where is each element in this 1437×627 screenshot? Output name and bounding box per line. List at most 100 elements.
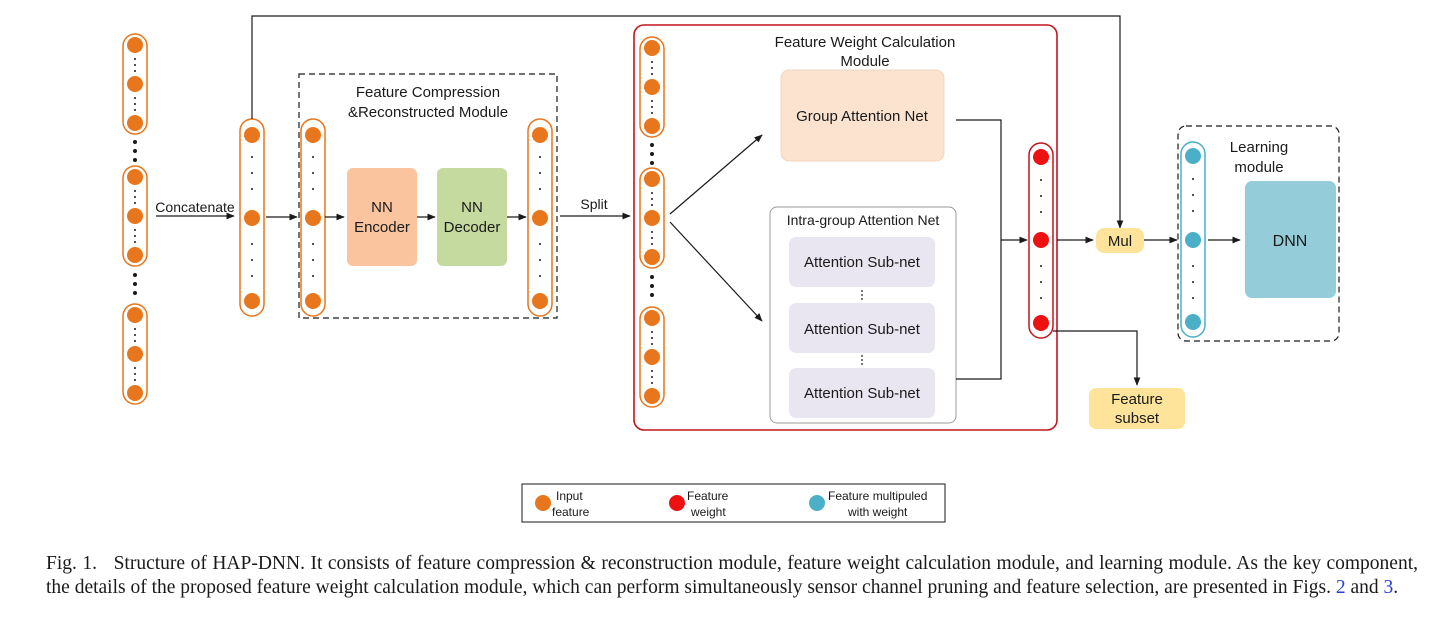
attention-subnet-3: [789, 368, 935, 418]
feature-subset-block: [1089, 388, 1185, 429]
group-attention-to-weights: [956, 119, 1028, 244]
feature-weight-calculation-module: Feature Weight Calculation Module: [633, 24, 1058, 431]
input-group-2: [122, 165, 148, 267]
legend-input-feature-line1: Input: [556, 489, 583, 503]
compression-title-line2: &Reconstructed Module: [348, 104, 508, 121]
input-feature-node: [127, 208, 143, 224]
input-feature-node: [644, 40, 660, 56]
legend-feature-weight-swatch: [669, 495, 685, 511]
subnet-ellipsis: [861, 290, 863, 300]
subnet-ellipsis: [861, 355, 863, 365]
group-attention-net-block: [780, 69, 945, 162]
weighted-feature-node: [1185, 314, 1201, 330]
input-feature-node: [644, 79, 660, 95]
intra-group-attention-title: Intra-group Attention Net: [787, 212, 940, 228]
nn-encoder-block: [347, 168, 417, 266]
bypass-connection: [251, 15, 1124, 229]
legend-input-feature-swatch: [535, 495, 551, 511]
weights-to-feature-subset: [1053, 330, 1141, 386]
legend-multiplied-line1: Feature multipuled: [828, 489, 927, 503]
input-feature-node: [127, 169, 143, 185]
dnn-label: DNN: [1273, 233, 1308, 250]
input-group-1: [122, 33, 148, 135]
input-feature-node: [644, 310, 660, 326]
input-feature-node: [644, 210, 660, 226]
caption-lead: Fig. 1.: [46, 553, 98, 574]
feature-weight-node: [1033, 149, 1049, 165]
input-feature-node: [305, 293, 321, 309]
caption-fig-ref-2[interactable]: 2: [1335, 577, 1346, 598]
weighted-feature-node: [1185, 232, 1201, 248]
input-feature-node: [532, 210, 548, 226]
feature-subset-label-line2: subset: [1115, 410, 1160, 427]
learning-module: Learning module DNN: [1177, 125, 1340, 342]
input-feature-node: [644, 349, 660, 365]
weight-module-title-line2: Module: [840, 53, 889, 70]
legend: Input feature Feature weight Feature mul…: [521, 483, 946, 523]
compression-title-line1: Feature Compression: [356, 84, 500, 101]
input-feature-groups: [122, 33, 148, 405]
legend-multiplied-line2: with weight: [847, 505, 908, 519]
weighted-feature-node: [1185, 148, 1201, 164]
feature-weight-node: [1033, 315, 1049, 331]
legend-feature-weight-line1: Feature: [687, 489, 729, 503]
feature-subset-label-line1: Feature: [1111, 391, 1163, 408]
input-feature-node: [127, 37, 143, 53]
arrow-to-intra-group-attention: [669, 221, 763, 322]
input-feature-node: [532, 127, 548, 143]
intra-group-to-weights: [956, 240, 1002, 380]
input-feature-node: [644, 171, 660, 187]
input-feature-node: [244, 210, 260, 226]
input-feature-node: [127, 115, 143, 131]
input-feature-node: [127, 247, 143, 263]
input-feature-node: [244, 127, 260, 143]
caption-text: Structure of HAP-DNN. It consists of fea…: [46, 553, 1419, 598]
small-dots: [134, 190, 136, 243]
input-feature-node: [127, 346, 143, 362]
mul-label: Mul: [1108, 233, 1132, 250]
group-ellipsis: [133, 140, 137, 162]
caption-end: .: [1393, 577, 1399, 598]
small-dots: [134, 58, 136, 111]
legend-input-feature-line2: feature: [552, 505, 590, 519]
attention-subnet-2: [789, 303, 935, 353]
nn-decoder-block: [437, 168, 507, 266]
input-feature-node: [644, 388, 660, 404]
nn-decoder-label-line2: Decoder: [444, 219, 501, 236]
input-feature-node: [244, 293, 260, 309]
small-dots: [134, 328, 136, 381]
input-feature-node: [127, 76, 143, 92]
input-feature-node: [305, 210, 321, 226]
weighted-feature-column: [1180, 141, 1206, 338]
group-ellipsis: [133, 273, 137, 295]
legend-multiplied-swatch: [809, 495, 825, 511]
nn-decoder-label-line1: NN: [461, 199, 483, 216]
feature-compression-module: Feature Compression &Reconstructed Modul…: [298, 73, 558, 319]
legend-feature-weight-line2: weight: [690, 505, 726, 519]
input-feature-node: [127, 307, 143, 323]
figure-caption: Fig. 1. Structure of HAP-DNN. It consist…: [46, 552, 1418, 600]
caption-fig-ref-3[interactable]: 3: [1383, 577, 1394, 598]
attention-subnet-label-3: Attention Sub-net: [804, 385, 921, 402]
input-group-3: [122, 303, 148, 405]
feature-weight-column: [1028, 142, 1054, 339]
learning-module-title-line1: Learning: [1230, 139, 1288, 156]
input-feature-node: [644, 249, 660, 265]
learning-module-title-line2: module: [1234, 159, 1283, 176]
weight-module-title-line1: Feature Weight Calculation: [775, 34, 956, 51]
concatenated-features: [239, 118, 265, 317]
caption-and: and: [1350, 577, 1379, 598]
input-feature-node: [305, 127, 321, 143]
concatenate-label: Concatenate: [155, 199, 235, 215]
group-attention-net-label: Group Attention Net: [796, 108, 929, 125]
input-feature-node: [532, 293, 548, 309]
feature-weight-node: [1033, 232, 1049, 248]
nn-encoder-label-line1: NN: [371, 199, 393, 216]
hap-dnn-diagram: Concatenate Feature Compression &Reconst…: [122, 15, 1340, 523]
nn-encoder-label-line2: Encoder: [354, 219, 410, 236]
input-feature-node: [127, 385, 143, 401]
dnn-block: [1245, 181, 1336, 298]
attention-subnet-label-2: Attention Sub-net: [804, 321, 921, 338]
input-feature-node: [644, 118, 660, 134]
attention-subnet-label-1: Attention Sub-net: [804, 254, 921, 271]
